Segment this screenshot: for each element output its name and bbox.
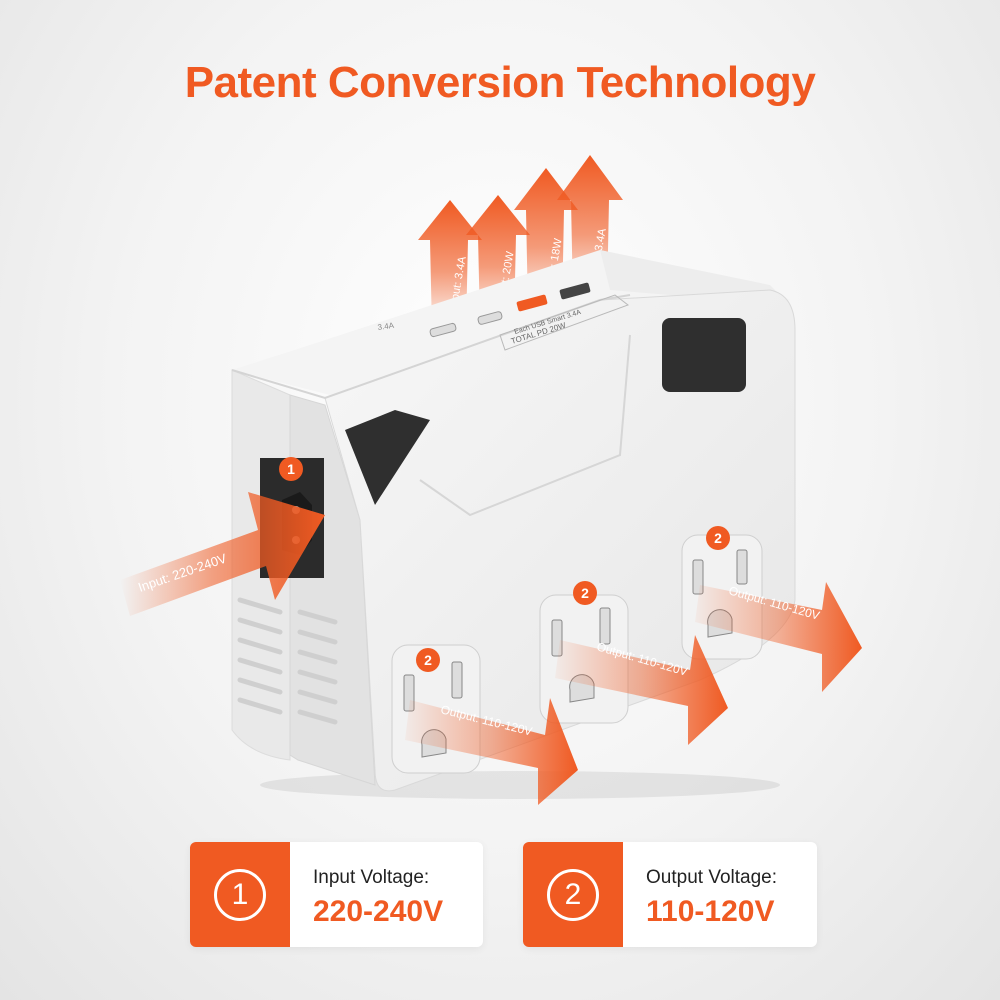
output-voltage-card: 2 Output Voltage: 110-120V — [523, 842, 817, 947]
output-marker: 2 — [573, 581, 597, 605]
card-label: Input Voltage: — [313, 867, 430, 888]
svg-text:2: 2 — [581, 585, 589, 601]
page-title: Patent Conversion Technology — [184, 58, 816, 107]
svg-text:2: 2 — [714, 530, 722, 546]
input-voltage-card: 1 Input Voltage: 220-240V — [190, 842, 483, 947]
card-value: 220-240V — [313, 895, 444, 928]
side-vents — [237, 597, 338, 725]
svg-text:1: 1 — [287, 461, 295, 477]
svg-text:2: 2 — [424, 652, 432, 668]
input-marker: 1 — [279, 457, 303, 481]
card-number-badge: 1 — [190, 842, 290, 947]
card-value: 110-120V — [646, 895, 775, 928]
card-number-badge: 2 — [523, 842, 623, 947]
card-label: Output Voltage: — [646, 867, 777, 888]
output-marker: 2 — [706, 526, 730, 550]
output-marker: 2 — [416, 648, 440, 672]
card-number: 1 — [214, 868, 266, 921]
card-number: 2 — [547, 868, 599, 921]
usb-side-label: 3.4A — [377, 321, 395, 332]
display-window — [662, 318, 746, 392]
indicator-window — [345, 410, 430, 505]
